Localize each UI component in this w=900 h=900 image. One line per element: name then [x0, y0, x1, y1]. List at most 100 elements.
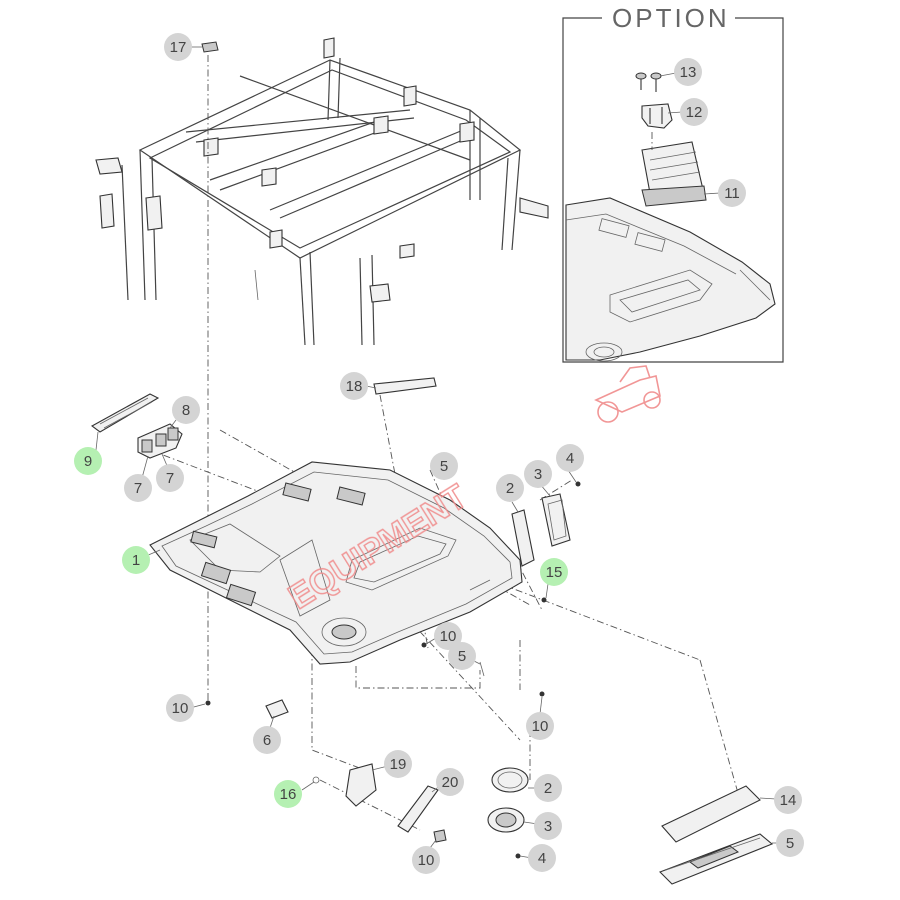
callout-3: 3 [524, 460, 552, 488]
callout-16: 16 [274, 780, 302, 808]
callout-label: 6 [263, 732, 271, 749]
callout-8: 8 [172, 396, 200, 424]
screw-part [205, 700, 211, 706]
callout-13: 13 [674, 58, 702, 86]
grille-part [90, 393, 160, 433]
callout-17: 17 [164, 33, 192, 61]
inset-headliner [565, 197, 776, 362]
screw-part [421, 642, 427, 648]
callout-11: 11 [718, 179, 746, 207]
callout-label: 3 [544, 818, 552, 835]
callout-2: 2 [496, 474, 524, 502]
callout-bubble [718, 179, 746, 207]
callout-15: 15 [540, 558, 568, 586]
callout-bubble [556, 444, 584, 472]
switch-block-part [137, 423, 183, 459]
callout-10: 10 [434, 622, 462, 650]
callout-label: 17 [170, 39, 187, 56]
vent-grille-part [659, 833, 774, 885]
headliner-part [149, 461, 523, 665]
callout-bubble [253, 726, 281, 754]
callout-bubble [674, 58, 702, 86]
callout-5: 5 [430, 452, 458, 480]
callout-label: 5 [458, 648, 466, 665]
option-box-frame [562, 17, 784, 363]
callout-label: 12 [686, 104, 703, 121]
callout-bubble [74, 447, 102, 475]
callout-label: 1 [132, 552, 140, 569]
callout-label: 4 [566, 450, 574, 467]
bolt-part [635, 72, 662, 92]
callout-9: 9 [74, 447, 102, 475]
callout-label: 10 [440, 628, 457, 645]
callout-label: 13 [680, 64, 697, 81]
callout-bubble [434, 622, 462, 650]
callout-label: 10 [532, 718, 549, 735]
callout-5: 5 [448, 642, 476, 670]
callout-label: 14 [780, 792, 797, 809]
callout-14: 14 [774, 786, 802, 814]
callout-19: 19 [384, 750, 412, 778]
callout-bubble [496, 474, 524, 502]
callout-bubble [164, 33, 192, 61]
callout-10: 10 [412, 846, 440, 874]
bracket-part [641, 103, 673, 129]
callout-bubble [172, 396, 200, 424]
callout-bubble [166, 694, 194, 722]
callout-label: 5 [440, 458, 448, 475]
callout-1: 1 [122, 546, 150, 574]
callout-label: 9 [84, 453, 92, 470]
callout-7: 7 [124, 474, 152, 502]
callout-label: 7 [134, 480, 142, 497]
callout-label: 4 [538, 850, 546, 867]
callout-label: 3 [534, 466, 542, 483]
callout-10: 10 [166, 694, 194, 722]
callout-bubble [534, 812, 562, 840]
clip-part [479, 661, 485, 677]
callout-bubble [540, 558, 568, 586]
callout-label: 19 [390, 756, 407, 773]
callout-2: 2 [534, 774, 562, 802]
callout-bubble [156, 464, 184, 492]
callout-bubble [448, 642, 476, 670]
callout-label: 7 [166, 470, 174, 487]
callout-bubble [430, 452, 458, 480]
callout-label: 20 [442, 774, 459, 791]
callout-bubble [776, 829, 804, 857]
callout-label: 8 [182, 402, 190, 419]
callout-bubble [680, 98, 708, 126]
callout-6: 6 [253, 726, 281, 754]
option-inset: OPTION [562, 3, 784, 363]
screw-part [539, 691, 545, 697]
callout-label: 11 [724, 185, 740, 202]
screw-part [575, 481, 581, 487]
clip-part [201, 41, 219, 53]
option-label: OPTION [612, 3, 730, 33]
screw-part [541, 597, 547, 603]
callout-bubble [528, 844, 556, 872]
speaker-assembly-part [487, 767, 529, 859]
callout-7: 7 [156, 464, 184, 492]
callout-3: 3 [534, 812, 562, 840]
callout-label: 10 [418, 852, 435, 869]
tractor-icon [594, 365, 661, 423]
speaker-grille-part [541, 493, 571, 547]
callout-12: 12 [680, 98, 708, 126]
callout-label: 16 [280, 786, 297, 803]
cab-frame [95, 37, 549, 346]
callout-bubble [412, 846, 440, 874]
callout-5: 5 [776, 829, 804, 857]
panel-part [661, 785, 761, 843]
callout-10: 10 [526, 712, 554, 740]
trim-strip-part [373, 377, 437, 395]
callout-label: 5 [786, 835, 794, 852]
callout-label: 2 [544, 780, 552, 797]
bracket-part [345, 763, 377, 807]
callout-bubble [274, 780, 302, 808]
washer-part [312, 776, 320, 784]
callout-bubble [122, 546, 150, 574]
nut-part [433, 829, 447, 843]
callout-label: 18 [346, 378, 363, 395]
